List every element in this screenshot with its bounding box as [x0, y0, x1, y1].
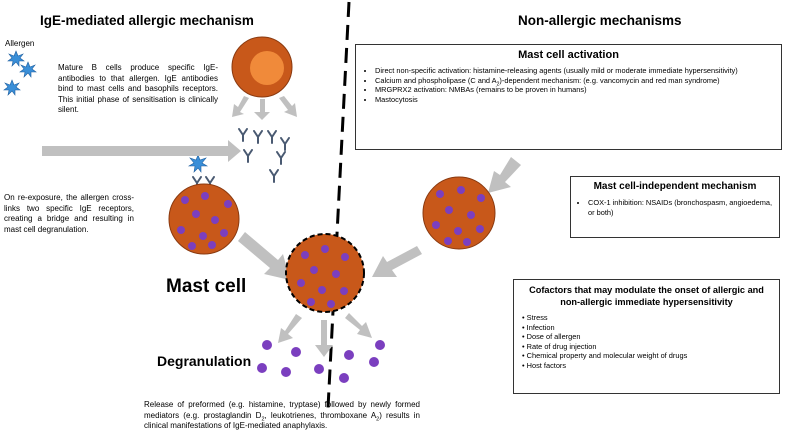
- degranulation-label: Degranulation: [157, 353, 252, 369]
- sensitisation-text: Mature B cells produce specific IgE-anti…: [58, 63, 218, 114]
- ige-antibody-icon: [280, 137, 290, 151]
- release-text: Release of preformed (e.g. histamine, tr…: [144, 400, 420, 432]
- arrow-degranulation-left: [278, 314, 302, 343]
- release-text-sub-2: 2: [376, 416, 380, 423]
- cofactors-list: • Stress • Infection • Dose of allergen …: [520, 313, 773, 371]
- cofactor-item: • Infection: [522, 322, 555, 332]
- allergen-icons: [3, 50, 209, 173]
- b-cell-nucleus: [250, 51, 284, 85]
- calcium-item-text-end: )-dependent mechanism: (e.g. vancomycin …: [499, 75, 720, 85]
- mast-cell-activation-title: Mast cell activation: [518, 49, 619, 61]
- cofactors-box: Cofactors that may modulate the onset of…: [513, 279, 780, 394]
- release-text-part-3: ) results in clinical manifestations of …: [144, 410, 420, 431]
- granules-right: [432, 186, 485, 246]
- left-title: IgE-mediated allergic mechanism: [40, 13, 254, 28]
- arrows: [42, 96, 521, 357]
- cofactor-item: • Chemical property and molecular weight…: [522, 351, 688, 361]
- cofactor-label: Dose of allergen: [526, 332, 581, 342]
- ige-antibody-icon: [253, 130, 263, 144]
- activation-item: MRGPRX2 activation: NMBAs (remains to be…: [375, 85, 773, 95]
- arrow-degranulation-mid: [315, 320, 333, 357]
- released-granules: [257, 340, 385, 383]
- cofactors-title: Cofactors that may modulate the onset of…: [529, 285, 764, 307]
- calcium-item-sub: 2: [496, 81, 500, 88]
- arrow-bcell-right: [279, 96, 297, 117]
- cofactor-label: Infection: [526, 322, 555, 332]
- ige-antibody-icon: [276, 151, 286, 165]
- arrow-to-antibodies: [42, 140, 241, 162]
- ige-antibody-icon: [267, 130, 277, 144]
- mast-cell-label: Mast cell: [166, 276, 247, 297]
- cofactor-label: Rate of drug injection: [526, 341, 597, 351]
- granules-central: [297, 245, 349, 308]
- arrow-bcell-left: [232, 96, 249, 117]
- allergen-icon: [7, 50, 25, 67]
- allergen-icon: [187, 154, 209, 173]
- ige-antibody-icon: [243, 149, 253, 163]
- activation-item: Mastocytosis: [375, 95, 773, 105]
- arrow-to-mast-cell-right: [372, 246, 422, 277]
- cofactor-label: Chemical property and molecular weight o…: [526, 351, 688, 361]
- activation-item: Direct non-specific activation: histamin…: [375, 66, 773, 76]
- cofactor-label: Host factors: [526, 360, 567, 370]
- ige-antibody-icon: [269, 169, 279, 183]
- mast-cell-independent-box: Mast cell-independent mechanism COX-1 in…: [570, 176, 780, 238]
- mast-cell-independent-title: Mast cell-independent mechanism: [593, 181, 757, 192]
- ige-antibodies: [192, 128, 290, 190]
- activation-item: Calcium and phospholipase (C and A2)-dep…: [375, 75, 773, 88]
- cofactor-item: • Rate of drug injection: [522, 341, 597, 351]
- mast-cell-activation-box: Mast cell activation Direct non-specific…: [355, 44, 782, 150]
- ige-antibody-icon: [238, 128, 248, 142]
- cofactor-label: Stress: [526, 313, 548, 322]
- release-text-part-1: Release of preformed (e.g. histamine, tr…: [144, 400, 420, 420]
- cofactor-item: • Host factors: [522, 360, 567, 370]
- arrow-bcell-mid: [254, 99, 270, 120]
- mast-cell-activation-list: Direct non-specific activation: histamin…: [364, 66, 773, 104]
- allergen-label: Allergen: [5, 39, 35, 48]
- release-text-sub-1: 2: [261, 416, 265, 423]
- reexposure-text: On re-exposure, the allergen cross-links…: [4, 193, 134, 234]
- release-text-part-2: , leukotrienes, thromboxane A: [264, 410, 377, 420]
- cofactor-item: • Stress: [522, 313, 548, 322]
- allergen-icon: [19, 61, 37, 78]
- mast-cell-independent-list: COX-1 inhibition: NSAIDs (bronchospasm, …: [577, 198, 773, 217]
- right-title: Non-allergic mechanisms: [518, 13, 682, 28]
- arrow-activation: [488, 157, 521, 193]
- allergen-icon: [3, 79, 21, 96]
- calcium-item-text: Calcium and phospholipase (C and A: [375, 75, 497, 85]
- cofactor-item: • Dose of allergen: [522, 332, 581, 342]
- arrow-to-mast-cell-left: [238, 232, 290, 280]
- granules-left: [177, 192, 232, 250]
- independent-item: COX-1 inhibition: NSAIDs (bronchospasm, …: [588, 198, 773, 217]
- arrow-degranulation-right: [345, 313, 372, 338]
